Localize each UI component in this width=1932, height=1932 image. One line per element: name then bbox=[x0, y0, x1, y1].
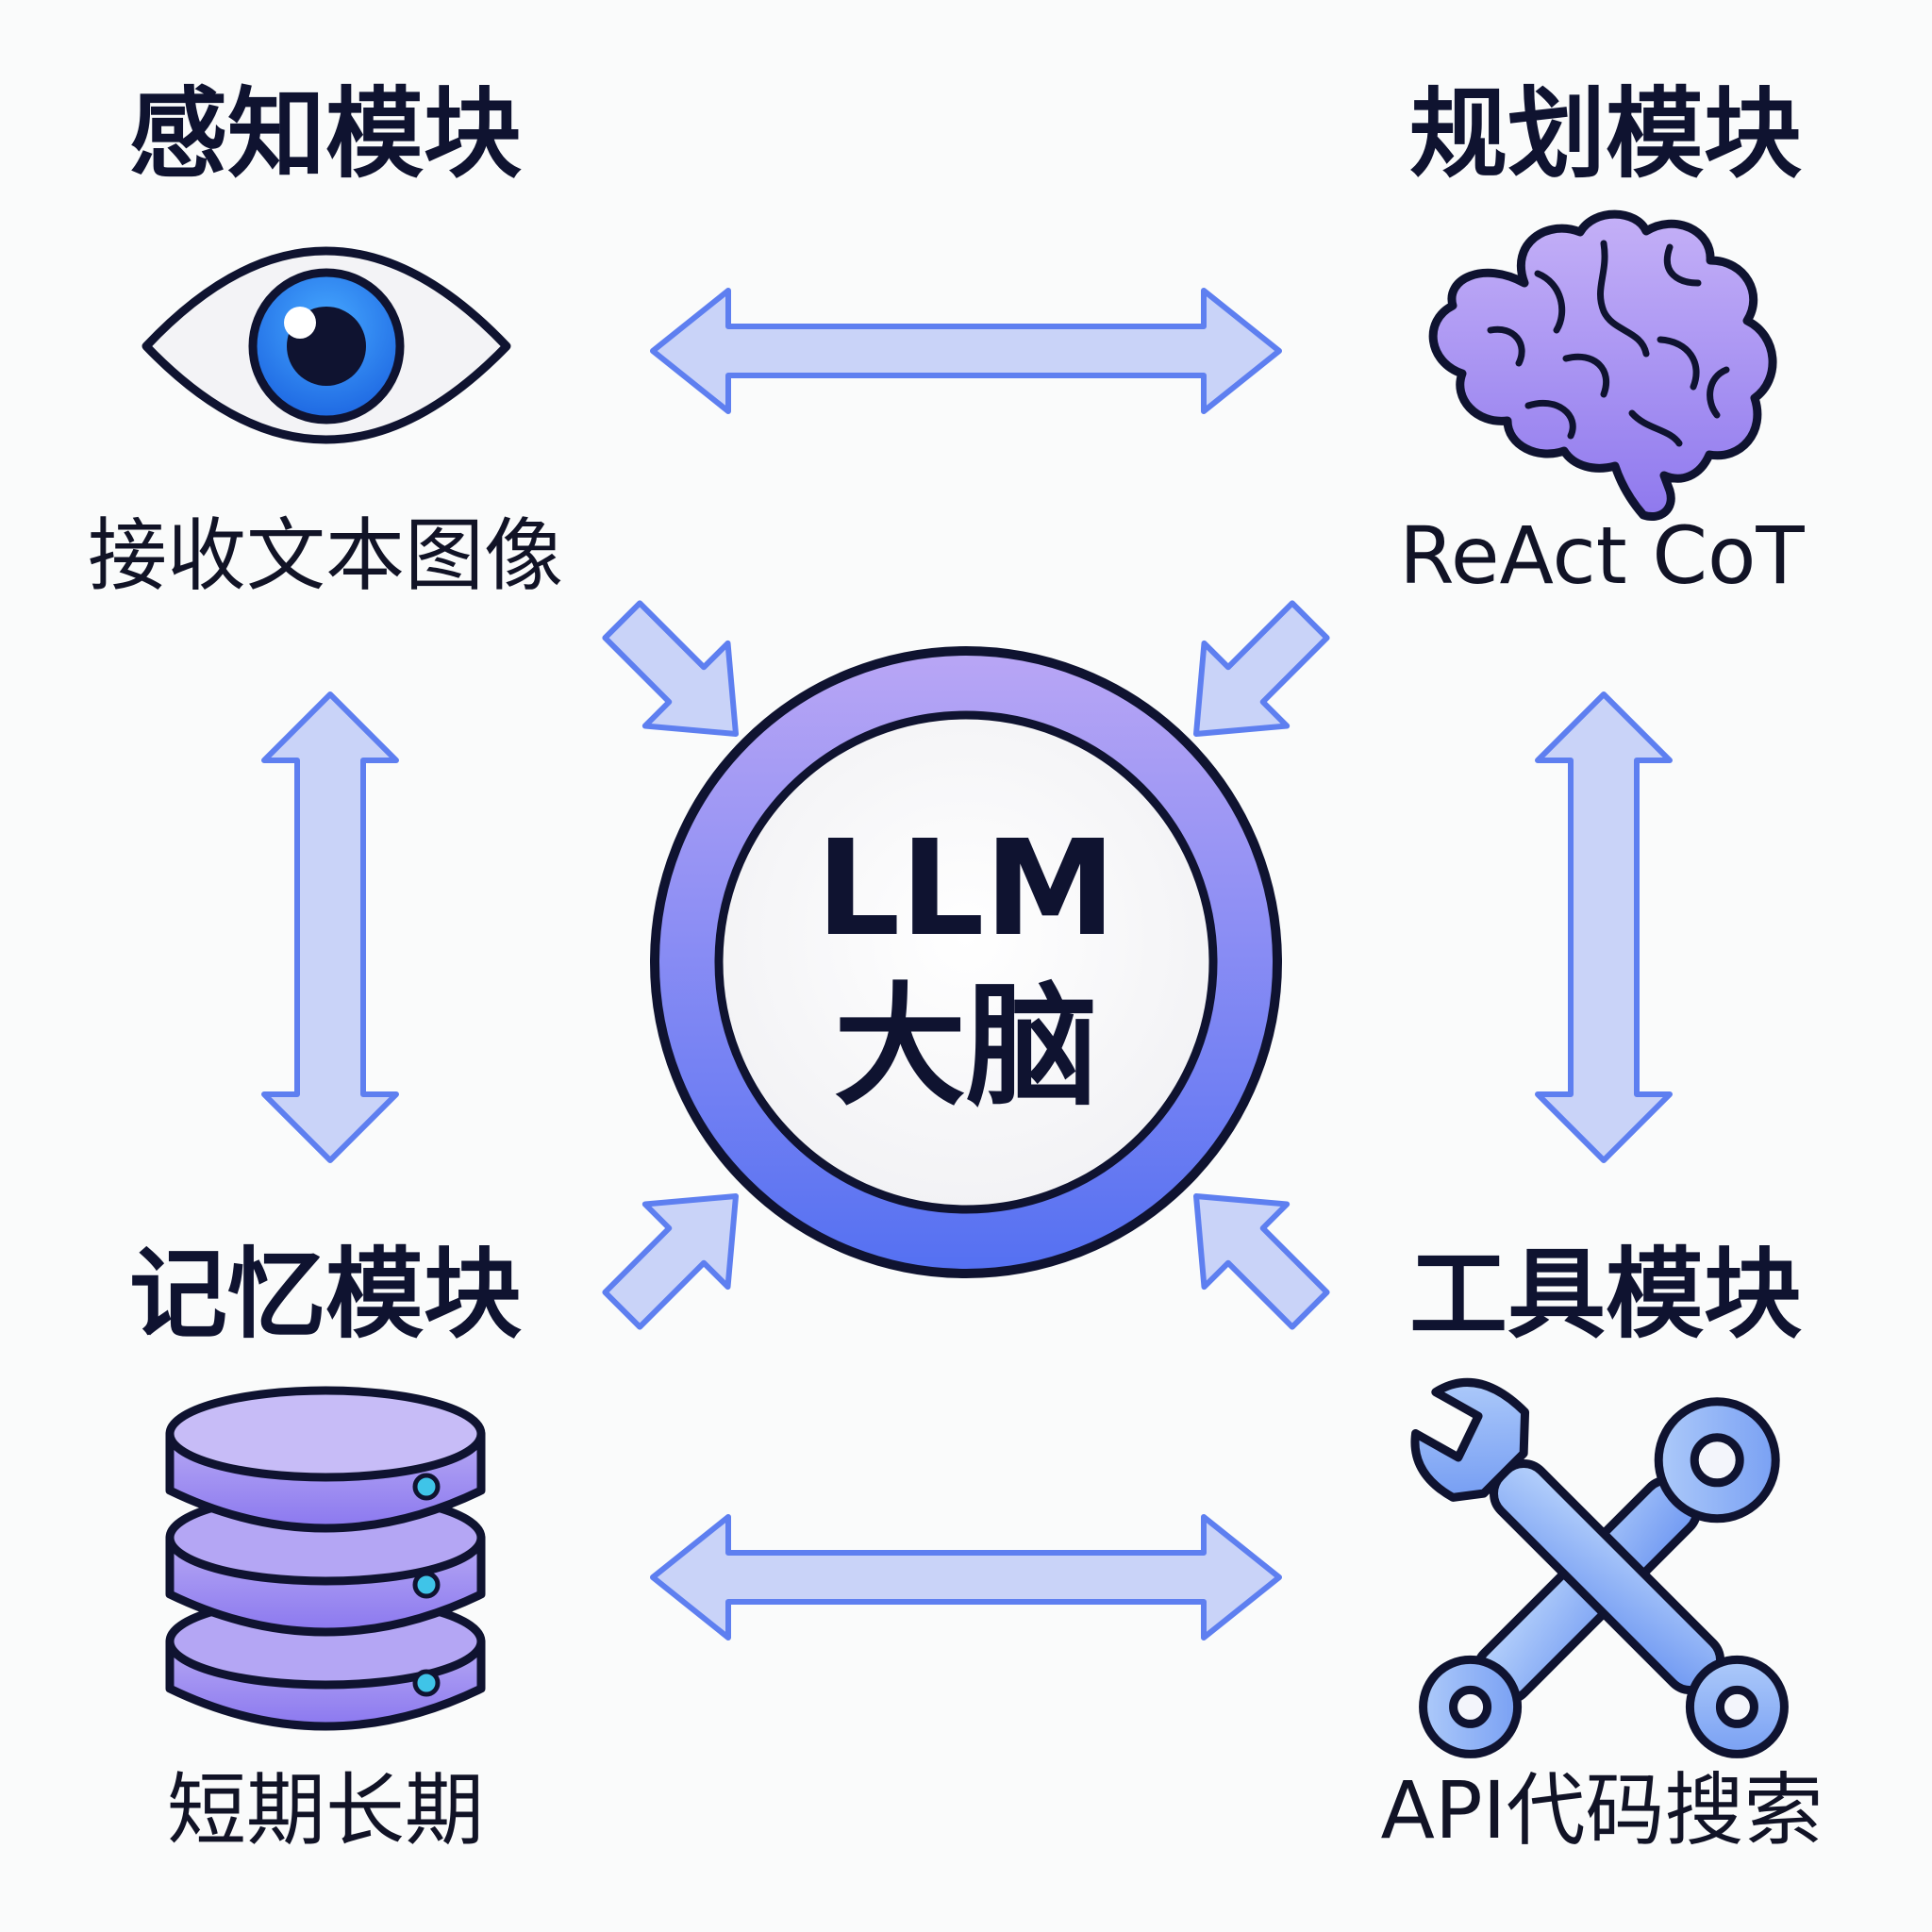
tools-module-subtitle: API代码搜索 bbox=[1381, 1764, 1824, 1857]
memory-to-llm-arrow bbox=[602, 1193, 739, 1330]
memory-module-title: 记忆模块 bbox=[129, 1237, 522, 1352]
wrench-icon bbox=[1410, 1377, 1789, 1758]
database-icon bbox=[165, 1386, 486, 1731]
planning-module-title: 规划模块 bbox=[1409, 76, 1802, 192]
brain-icon bbox=[1428, 209, 1777, 521]
memory-tools-arrow bbox=[650, 1514, 1282, 1641]
llm-label: LLM bbox=[816, 812, 1116, 966]
planning-to-llm-arrow bbox=[1193, 600, 1330, 737]
llm-brain-node: LLM 大脑 bbox=[650, 646, 1282, 1278]
llm-brain-label: 大脑 bbox=[834, 971, 1098, 1124]
perception-module-subtitle: 接收文本图像 bbox=[88, 509, 563, 602]
perception-memory-arrow bbox=[261, 691, 399, 1163]
tools-to-llm-arrow bbox=[1193, 1193, 1330, 1330]
planning-module-subtitle: ReAct CoT bbox=[1399, 509, 1805, 602]
tools-module-title: 工具模块 bbox=[1409, 1237, 1802, 1352]
memory-module-subtitle: 短期长期 bbox=[167, 1764, 484, 1857]
perception-to-llm-arrow bbox=[602, 600, 739, 737]
perception-planning-arrow bbox=[650, 288, 1282, 414]
perception-module-title: 感知模块 bbox=[129, 76, 522, 192]
eye-icon bbox=[142, 246, 511, 444]
planning-tools-arrow bbox=[1535, 691, 1673, 1163]
